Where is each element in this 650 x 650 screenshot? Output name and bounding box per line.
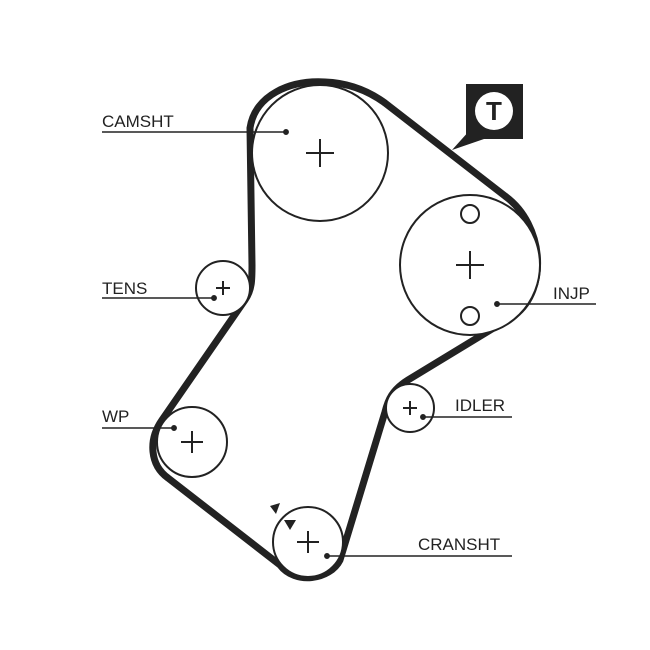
badge-letter: T — [486, 96, 502, 126]
label-tensioner: TENS — [102, 279, 147, 298]
tensioner-pulley — [195, 260, 251, 316]
timing-hole-top — [460, 204, 480, 224]
injection-pump-pulley — [399, 194, 541, 336]
timing-hole-bottom — [460, 306, 480, 326]
timing-mark-arrow-1 — [270, 503, 280, 514]
crankshaft-pulley — [272, 506, 344, 578]
leader-lines — [102, 129, 596, 559]
tensioner-badge: T — [452, 84, 523, 150]
label-crankshaft: CRANSHT — [418, 535, 500, 554]
idler-pulley — [385, 383, 435, 433]
water-pump-pulley — [156, 406, 228, 478]
timing-mark-arrow-2 — [284, 520, 296, 530]
label-water-pump: WP — [102, 407, 129, 426]
label-injection-pump: INJP — [553, 284, 590, 303]
label-idler: IDLER — [455, 396, 505, 415]
camshaft-pulley — [251, 84, 389, 222]
label-camshaft: CAMSHT — [102, 112, 174, 131]
